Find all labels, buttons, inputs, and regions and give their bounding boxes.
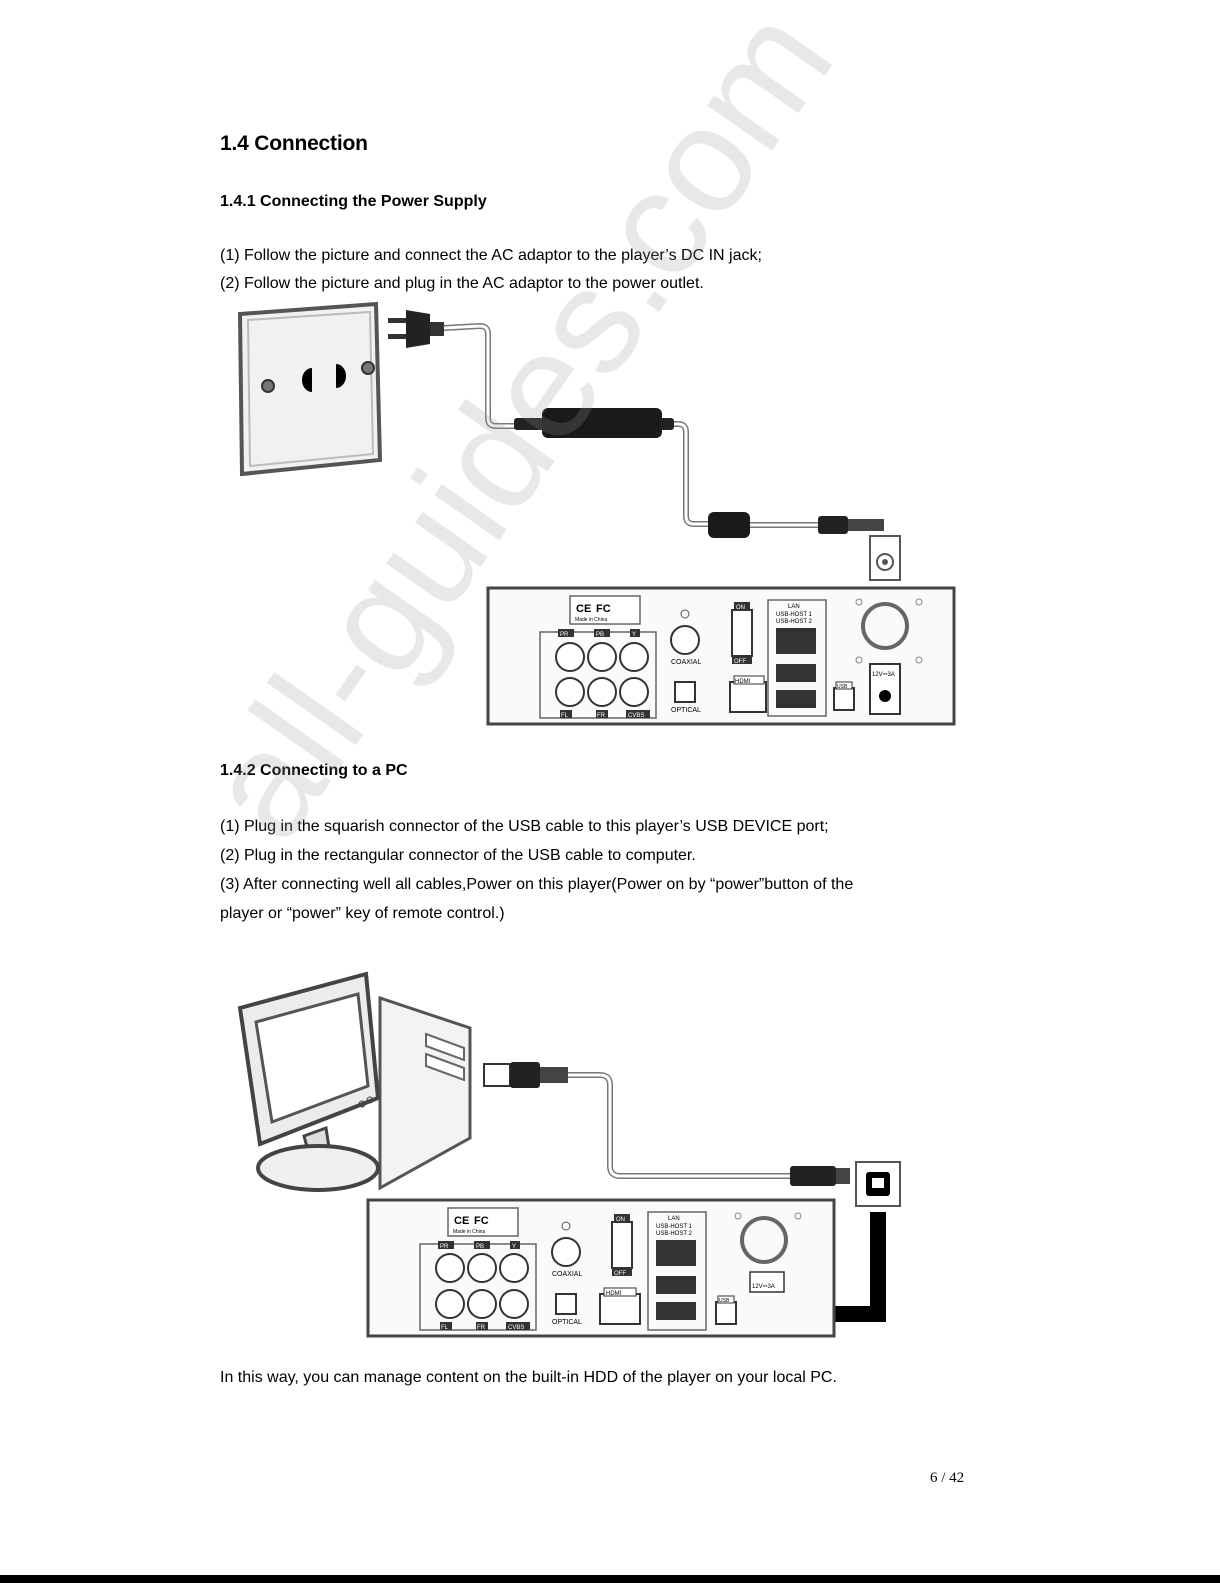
usb-a-plug-icon (483, 1062, 568, 1088)
svg-text:OPTICAL: OPTICAL (671, 707, 701, 714)
pc-step-3-continued: player or “power” key of remote control.… (220, 905, 505, 922)
power-step-2: (2) Follow the picture and plug in the A… (220, 275, 704, 292)
svg-text:CE: CE (576, 603, 591, 615)
svg-text:FL: FL (441, 1325, 449, 1331)
pc-step-3: (3) After connecting well all cables,Pow… (220, 876, 854, 893)
wall-outlet-icon (237, 301, 383, 477)
player-rear-panel-1: CE FC Made in China PR PB Y FL FR CVBS C… (486, 586, 956, 726)
svg-text:LAN: LAN (668, 1216, 680, 1222)
svg-text:Y: Y (512, 1244, 516, 1250)
svg-text:Made in China: Made in China (575, 617, 607, 623)
pc-step-2: (2) Plug in the rectangular connector of… (220, 847, 696, 864)
svg-text:CVBS: CVBS (508, 1325, 524, 1331)
svg-text:PR: PR (560, 632, 569, 638)
svg-text:Made in China: Made in China (453, 1229, 485, 1235)
svg-text:USB-HOST 2: USB-HOST 2 (656, 1231, 693, 1237)
svg-text:FC: FC (474, 1215, 489, 1227)
power-supply-heading: 1.4.1 Connecting the Power Supply (220, 193, 487, 210)
usb-b-plug-icon (790, 1166, 850, 1186)
svg-text:COAXIAL: COAXIAL (552, 1271, 582, 1278)
pc-step-1: (1) Plug in the squarish connector of th… (220, 818, 829, 835)
svg-text:12V⎓3A: 12V⎓3A (872, 672, 895, 678)
svg-text:USB-HOST 1: USB-HOST 1 (656, 1224, 693, 1230)
svg-text:OPTICAL: OPTICAL (552, 1319, 582, 1326)
svg-text:USB: USB (837, 684, 848, 690)
svg-text:FR: FR (597, 713, 606, 719)
pc-connection-diagram: CE FC Made in China PR PB Y FL FR CVBS C… (237, 971, 901, 1338)
svg-text:PB: PB (476, 1244, 484, 1250)
svg-text:PR: PR (440, 1244, 449, 1250)
svg-text:CVBS: CVBS (628, 713, 644, 719)
ac-adaptor-icon (514, 408, 674, 438)
svg-text:LAN: LAN (788, 604, 800, 610)
svg-text:Y: Y (632, 632, 636, 638)
dc-plug-icon (818, 516, 884, 534)
svg-text:CE: CE (454, 1215, 469, 1227)
svg-text:HDMI: HDMI (606, 1291, 622, 1297)
player-rear-panel-2: CE FC Made in China PR PB Y FL FR CVBS C… (366, 1198, 836, 1338)
svg-text:OFF: OFF (614, 1271, 626, 1277)
closing-note: In this way, you can manage content on t… (220, 1369, 837, 1386)
section-title: 1.4 Connection (220, 132, 368, 155)
svg-text:USB-HOST 2: USB-HOST 2 (776, 619, 813, 625)
computer-icon (237, 971, 472, 1192)
svg-text:ON: ON (616, 1217, 625, 1223)
page-number: 6 / 42 (930, 1470, 965, 1486)
svg-text:USB: USB (719, 1298, 730, 1304)
bottom-rule (0, 1575, 1220, 1583)
svg-text:FR: FR (477, 1325, 486, 1331)
svg-text:FC: FC (596, 603, 611, 615)
svg-text:12V⎓3A: 12V⎓3A (752, 1284, 775, 1290)
svg-text:PB: PB (596, 632, 604, 638)
svg-text:OFF: OFF (734, 659, 746, 665)
svg-text:USB-HOST 1: USB-HOST 1 (776, 612, 813, 618)
svg-text:ON: ON (736, 605, 745, 611)
svg-text:HDMI: HDMI (735, 679, 751, 685)
power-connection-diagram: CE FC Made in China PR PB Y FL FR CVBS C… (237, 301, 956, 726)
power-step-1: (1) Follow the picture and connect the A… (220, 247, 762, 264)
svg-text:COAXIAL: COAXIAL (671, 659, 701, 666)
pc-connection-heading: 1.4.2 Connecting to a PC (220, 762, 408, 779)
ac-plug-icon (388, 310, 444, 348)
svg-text:FL: FL (561, 713, 569, 719)
